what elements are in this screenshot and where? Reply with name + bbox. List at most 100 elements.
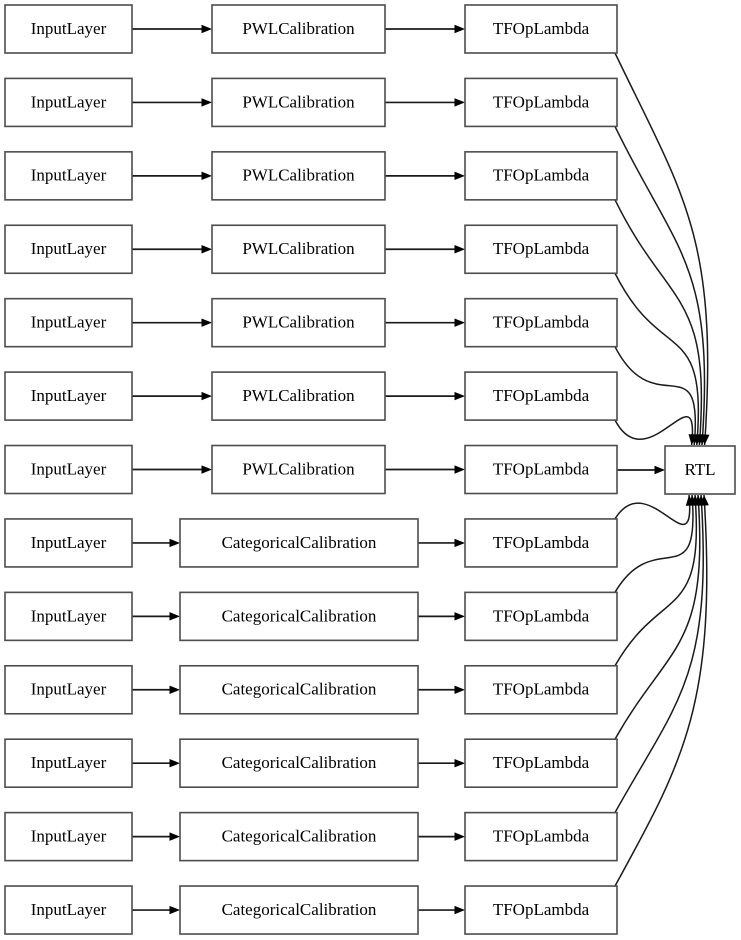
node-input-layer-4[interactable]: InputLayer [4, 224, 133, 275]
node-rtl-box [664, 445, 736, 495]
node-tfoplambda-8-label: TFOpLambda [493, 533, 590, 552]
node-rtl[interactable]: RTL [664, 445, 736, 495]
node-categorical-calibration-8-box [179, 518, 419, 568]
node-pwl-calibration-5[interactable]: PWLCalibration [211, 297, 386, 348]
node-tfoplambda-5[interactable]: TFOpLambda [464, 297, 618, 348]
node-categorical-calibration-9-box [179, 591, 419, 642]
node-tfoplambda-11[interactable]: TFOpLambda [464, 738, 618, 789]
node-categorical-calibration-13-box [179, 885, 419, 935]
node-input-layer-12-label: InputLayer [31, 827, 107, 846]
node-tfoplambda-10[interactable]: TFOpLambda [464, 664, 618, 715]
node-pwl-calibration-1[interactable]: PWLCalibration [211, 4, 386, 54]
node-input-layer-3[interactable]: InputLayer [4, 151, 133, 201]
node-categorical-calibration-12[interactable]: CategoricalCalibration [179, 811, 419, 862]
edge-op-10-to-rtl [614, 494, 698, 667]
node-input-layer-1-label: InputLayer [31, 19, 107, 38]
edge-op-13-to-rtl-arrowhead [700, 495, 709, 506]
node-input-layer-5[interactable]: InputLayer [4, 297, 133, 348]
node-tfoplambda-6[interactable]: TFOpLambda [464, 371, 618, 421]
node-input-layer-8[interactable]: InputLayer [4, 518, 133, 568]
node-tfoplambda-4-label: TFOpLambda [493, 239, 590, 258]
node-input-layer-10-label: InputLayer [31, 680, 107, 699]
node-tfoplambda-10-box [464, 664, 618, 715]
node-tfoplambda-7-box [464, 444, 618, 495]
node-tfoplambda-4[interactable]: TFOpLambda [464, 224, 618, 275]
node-tfoplambda-3[interactable]: TFOpLambda [464, 151, 618, 201]
node-tfoplambda-2-label: TFOpLambda [493, 92, 590, 111]
node-pwl-calibration-7[interactable]: PWLCalibration [211, 444, 386, 495]
node-pwl-calibration-5-box [211, 297, 386, 348]
node-pwl-calibration-2[interactable]: PWLCalibration [211, 77, 386, 128]
node-pwl-calibration-6[interactable]: PWLCalibration [211, 371, 386, 421]
node-input-layer-1[interactable]: InputLayer [4, 4, 133, 54]
node-tfoplambda-9[interactable]: TFOpLambda [464, 591, 618, 642]
node-input-layer-3-label: InputLayer [31, 166, 107, 185]
node-tfoplambda-13[interactable]: TFOpLambda [464, 885, 618, 935]
node-tfoplambda-2[interactable]: TFOpLambda [464, 77, 618, 128]
node-input-layer-8-label: InputLayer [31, 533, 107, 552]
node-input-layer-9[interactable]: InputLayer [4, 591, 133, 642]
edges-layer [132, 24, 710, 915]
node-input-layer-12[interactable]: InputLayer [4, 811, 133, 862]
node-tfoplambda-9-label: TFOpLambda [493, 606, 590, 625]
node-tfoplambda-8[interactable]: TFOpLambda [464, 518, 618, 568]
node-pwl-calibration-3[interactable]: PWLCalibration [211, 151, 386, 201]
node-input-layer-13-box [4, 885, 133, 935]
edge-op-6-to-rtl [614, 416, 694, 446]
edge-op-12-to-rtl [614, 494, 704, 813]
node-categorical-calibration-13-label: CategoricalCalibration [222, 900, 377, 919]
node-rtl-label: RTL [684, 460, 715, 479]
node-input-layer-7-label: InputLayer [31, 459, 107, 478]
node-tfoplambda-7[interactable]: TFOpLambda [464, 444, 618, 495]
node-tfoplambda-1[interactable]: TFOpLambda [464, 4, 618, 54]
node-tfoplambda-9-box [464, 591, 618, 642]
edge-calibrator-11-to-op-arrowhead [454, 759, 465, 768]
node-tfoplambda-6-box [464, 371, 618, 421]
edge-input-2-to-calibrator-arrowhead [201, 98, 212, 107]
node-categorical-calibration-10[interactable]: CategoricalCalibration [179, 664, 419, 715]
edge-calibrator-12-to-op-arrowhead [454, 832, 465, 841]
edge-op-11-to-rtl [614, 494, 701, 740]
edge-calibrator-7-to-op-arrowhead [454, 465, 465, 474]
node-tfoplambda-3-box [464, 151, 618, 201]
node-categorical-calibration-10-label: CategoricalCalibration [222, 680, 377, 699]
node-input-layer-2[interactable]: InputLayer [4, 77, 133, 128]
node-input-layer-13-label: InputLayer [31, 900, 107, 919]
node-input-layer-11[interactable]: InputLayer [4, 738, 133, 789]
node-tfoplambda-5-label: TFOpLambda [493, 313, 590, 332]
node-input-layer-10[interactable]: InputLayer [4, 664, 133, 715]
node-tfoplambda-1-box [464, 4, 618, 54]
node-input-layer-3-box [4, 151, 133, 201]
node-tfoplambda-12[interactable]: TFOpLambda [464, 811, 618, 862]
node-pwl-calibration-3-label: PWLCalibration [242, 166, 355, 185]
node-categorical-calibration-8[interactable]: CategoricalCalibration [179, 518, 419, 568]
edge-calibrator-2-to-op-arrowhead [454, 98, 465, 107]
node-input-layer-1-box [4, 4, 133, 54]
node-input-layer-9-box [4, 591, 133, 642]
node-pwl-calibration-1-box [211, 4, 386, 54]
node-tfoplambda-4-box [464, 224, 618, 275]
node-pwl-calibration-4-label: PWLCalibration [242, 239, 355, 258]
node-input-layer-6[interactable]: InputLayer [4, 371, 133, 421]
node-categorical-calibration-13[interactable]: CategoricalCalibration [179, 885, 419, 935]
node-input-layer-4-box [4, 224, 133, 275]
node-pwl-calibration-4[interactable]: PWLCalibration [211, 224, 386, 275]
edge-op-7-to-rtl-arrowhead [654, 465, 665, 475]
edge-input-10-to-calibrator-arrowhead [169, 685, 180, 694]
node-input-layer-7[interactable]: InputLayer [4, 444, 133, 495]
node-tfoplambda-1-label: TFOpLambda [493, 19, 590, 38]
edge-input-12-to-calibrator-arrowhead [169, 832, 180, 841]
node-input-layer-5-box [4, 297, 133, 348]
node-input-layer-13[interactable]: InputLayer [4, 885, 133, 935]
node-input-layer-2-label: InputLayer [31, 92, 107, 111]
node-categorical-calibration-11[interactable]: CategoricalCalibration [179, 738, 419, 789]
node-tfoplambda-2-box [464, 77, 618, 128]
edge-input-13-to-calibrator-arrowhead [169, 905, 180, 915]
edge-op-13-to-rtl [614, 494, 708, 887]
node-categorical-calibration-9[interactable]: CategoricalCalibration [179, 591, 419, 642]
node-pwl-calibration-2-box [211, 77, 386, 128]
node-pwl-calibration-2-label: PWLCalibration [242, 92, 355, 111]
node-input-layer-2-box [4, 77, 133, 128]
edge-calibrator-6-to-op-arrowhead [454, 391, 465, 401]
node-pwl-calibration-7-box [211, 444, 386, 495]
